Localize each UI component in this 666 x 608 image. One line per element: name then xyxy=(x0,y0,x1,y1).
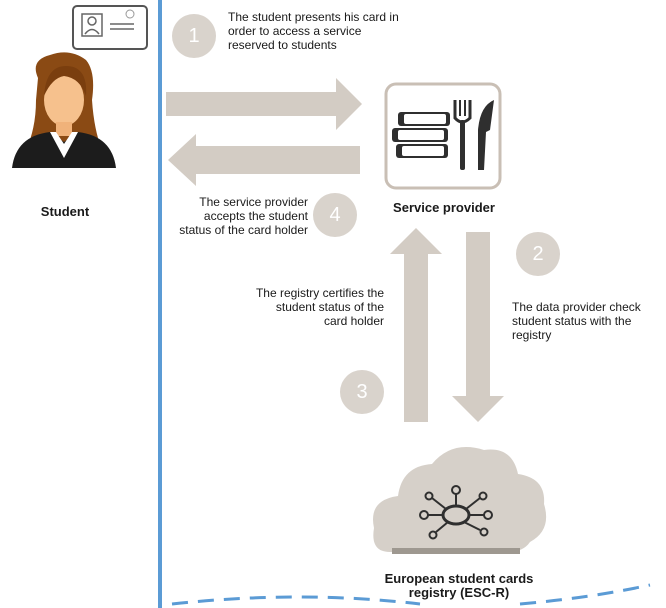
student-label: Student xyxy=(40,204,90,219)
step-1-line: order to access a service xyxy=(228,24,362,38)
step-4-line: The service provider xyxy=(199,195,308,209)
step-2-text: The data provider check student status w… xyxy=(512,300,641,342)
step-4-line: status of the card holder xyxy=(179,223,308,237)
dashed-boundary xyxy=(171,583,651,606)
books-and-cutlery-icon xyxy=(384,82,502,190)
step-2-badge: 2 xyxy=(516,232,560,276)
step-4-badge: 4 xyxy=(313,193,357,237)
service-provider-label: Service provider xyxy=(393,200,495,215)
arrow-to-student xyxy=(168,134,360,186)
step-3-line: student status of the xyxy=(275,300,384,314)
step-2-line: student status with the xyxy=(512,314,632,328)
step-3-badge: 3 xyxy=(340,370,384,414)
step-1-line: The student presents his card in xyxy=(228,10,399,24)
step-3-line: The registry certifies the xyxy=(255,286,384,300)
step-1-badge: 1 xyxy=(172,14,216,58)
step-2-line: The data provider check xyxy=(512,300,641,314)
arrow-from-registry xyxy=(390,228,442,422)
vertical-divider xyxy=(158,0,162,608)
step-2-line: registry xyxy=(512,328,552,342)
arrow-to-service-provider xyxy=(166,78,362,130)
step-4-text: The service provider accepts the student… xyxy=(164,195,308,237)
registry-label-line-2: registry (ESC-R) xyxy=(408,585,510,600)
step-1-line: reserved to students xyxy=(228,38,337,52)
step-4-line: accepts the student xyxy=(203,209,308,223)
step-3-line: card holder xyxy=(323,314,384,328)
registry-label-line-1: European student cards xyxy=(384,571,534,586)
registry-label: European student cards registry (ESC-R) xyxy=(356,572,562,600)
step-1-text: The student presents his card in order t… xyxy=(228,10,399,52)
student-avatar-icon xyxy=(12,52,116,168)
student-card-icon xyxy=(72,5,148,50)
arrow-to-registry xyxy=(452,232,504,422)
network-cloud-icon xyxy=(373,447,547,554)
step-3-text: The registry certifies the student statu… xyxy=(224,286,384,328)
